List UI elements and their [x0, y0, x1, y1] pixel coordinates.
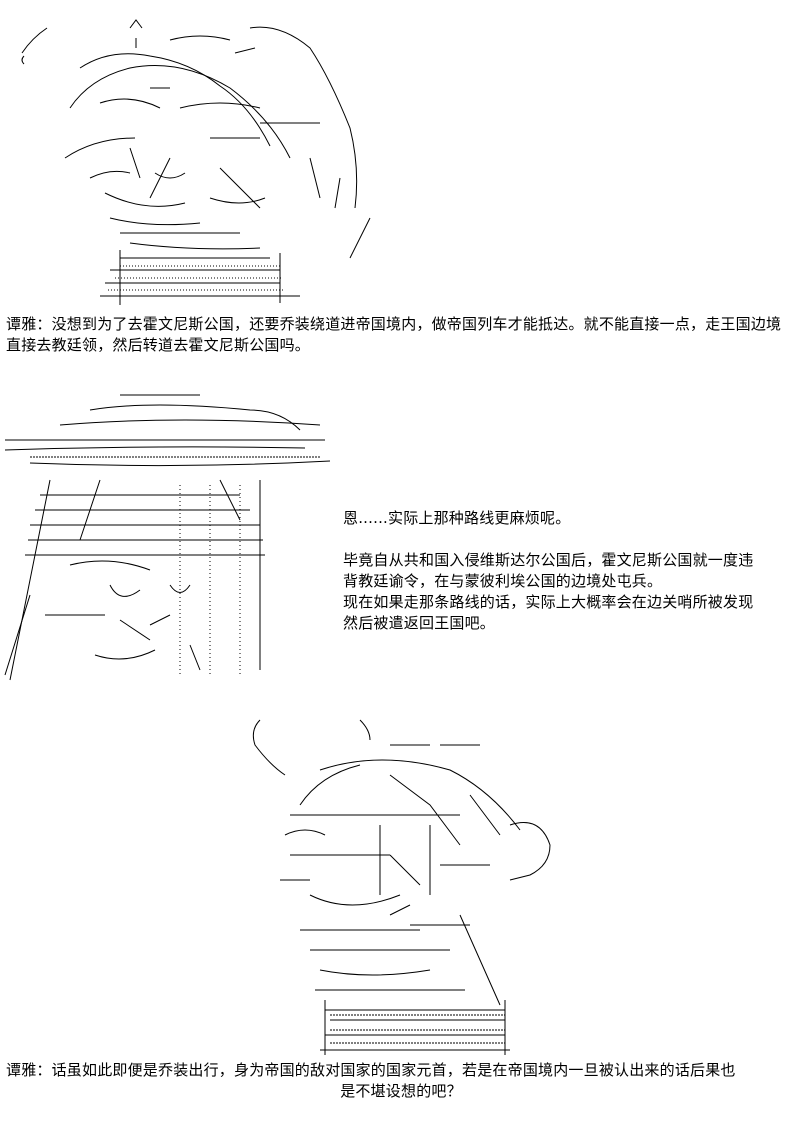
ascii-art-figure-1	[10, 8, 390, 308]
speaker-separator: ：	[36, 1061, 52, 1079]
speaker-separator: ：	[36, 315, 52, 333]
dialogue-line: 毕竟自从共和国入侵维斯达尔公国后，霍文尼斯公国就一度违	[343, 551, 754, 569]
dialogue-panel-3: 谭雅：话虽如此即便是乔装出行，身为帝国的敌对国家的国家元首，若是在帝国境内一旦被…	[6, 1060, 796, 1102]
ascii-art-figure-2	[0, 385, 345, 681]
speaker-name: 谭雅	[6, 1061, 37, 1079]
dialogue-line: 恩......实际上那种路线更麻烦呢。	[343, 509, 571, 527]
dialogue-panel-2: 恩......实际上那种路线更麻烦呢。 毕竟自从共和国入侵维斯达尔公国后，霍文尼…	[343, 508, 793, 634]
dialogue-line: 然后被遣返回王国吧。	[343, 614, 496, 632]
dialogue-text-continued: 是不堪设想的吧？	[340, 1082, 462, 1100]
line-gap	[343, 529, 793, 550]
speaker-name: 谭雅	[6, 315, 37, 333]
dialogue-text: 话虽如此即便是乔装出行，身为帝国的敌对国家的国家元首，若是在帝国境内一旦被认出来…	[51, 1061, 736, 1079]
dialogue-line: 背教廷谕令，在与蒙彼利埃公国的边境处屯兵。	[343, 572, 663, 590]
dialogue-line: 现在如果走那条路线的话，实际上大概率会在边关哨所被发现	[343, 593, 754, 611]
dialogue-panel-1: 谭雅：没想到为了去霍文尼斯公国，还要乔装绕道进帝国境内，做帝国列车才能抵达。就不…	[6, 314, 796, 356]
ascii-art-figure-3	[240, 715, 570, 1060]
dialogue-text: 没想到为了去霍文尼斯公国，还要乔装绕道进帝国境内，做帝国列车才能抵达。就不能直接…	[6, 315, 782, 354]
